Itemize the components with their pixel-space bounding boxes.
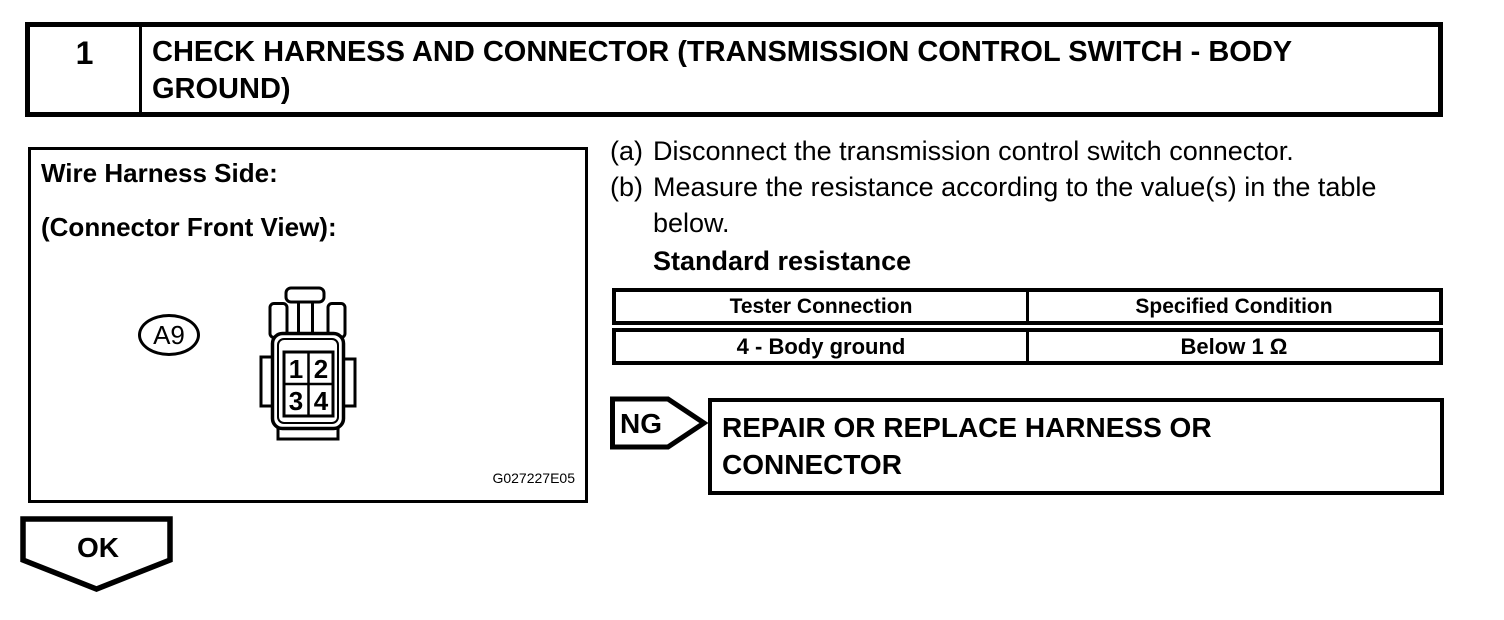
step-header: 1 CHECK HARNESS AND CONNECTOR (TRANSMISS… — [25, 22, 1443, 117]
instructions: (a) Disconnect the transmission control … — [610, 133, 1444, 279]
ng-action-line-1: REPAIR OR REPLACE HARNESS OR — [722, 412, 1212, 443]
ng-arrow: NG — [610, 396, 709, 450]
table-header-row: Tester Connection Specified Condition — [612, 288, 1443, 332]
figure-code: G027227E05 — [492, 470, 575, 486]
column-header-specified-condition: Specified Condition — [1026, 288, 1443, 332]
connector-figure-box: Wire Harness Side: (Connector Front View… — [28, 147, 588, 503]
pin-2-label: 2 — [314, 354, 328, 384]
pin-1-label: 1 — [289, 354, 303, 384]
step-number: 1 — [30, 27, 142, 112]
connector-diagram: 1 2 3 4 — [259, 286, 357, 441]
cell-specified-condition: Below 1 Ω — [1026, 325, 1443, 365]
figure-label-connector-front-view: (Connector Front View): — [41, 212, 337, 242]
instruction-step-a: (a) Disconnect the transmission control … — [610, 133, 1444, 169]
step-title-line-1: CHECK HARNESS AND CONNECTOR (TRANSMISSIO… — [152, 36, 1293, 68]
ok-arrow: OK — [20, 516, 173, 592]
ng-action-line-2: CONNECTOR — [722, 449, 902, 480]
ok-arrow-shape — [20, 516, 173, 592]
step-title: CHECK HARNESS AND CONNECTOR (TRANSMISSIO… — [142, 27, 1438, 112]
instruction-step-b: (b) Measure the resistance according to … — [610, 169, 1444, 241]
resistance-spec-table: Tester Connection Specified Condition 4 … — [612, 288, 1443, 365]
step-title-line-2: GROUND) — [152, 73, 291, 105]
connector-body-inner — [277, 338, 339, 424]
ng-arrow-shape — [610, 396, 709, 450]
instruction-b-label: (b) — [610, 172, 643, 202]
instruction-b-text: Measure the resistance according to the … — [653, 172, 1377, 238]
connector-id-badge: A9 — [138, 314, 200, 356]
pin-3-label: 3 — [289, 386, 303, 416]
column-header-tester-connection: Tester Connection — [612, 288, 1029, 332]
pin-4-label: 4 — [314, 386, 329, 416]
instruction-a-text: Disconnect the transmission control swit… — [653, 136, 1294, 166]
ng-label: NG — [620, 408, 662, 439]
ng-action-box: REPAIR OR REPLACE HARNESS OR CONNECTOR — [708, 398, 1444, 495]
standard-resistance-heading: Standard resistance — [653, 246, 912, 276]
figure-label-wire-harness-side: Wire Harness Side: — [41, 158, 278, 188]
instruction-a-label: (a) — [610, 136, 643, 166]
cell-tester-connection: 4 - Body ground — [612, 325, 1029, 365]
table-row: 4 - Body ground Below 1 Ω — [612, 325, 1443, 365]
ok-label: OK — [77, 532, 119, 563]
connector-id-label: A9 — [153, 319, 185, 350]
connector-lock-tab — [284, 286, 326, 304]
